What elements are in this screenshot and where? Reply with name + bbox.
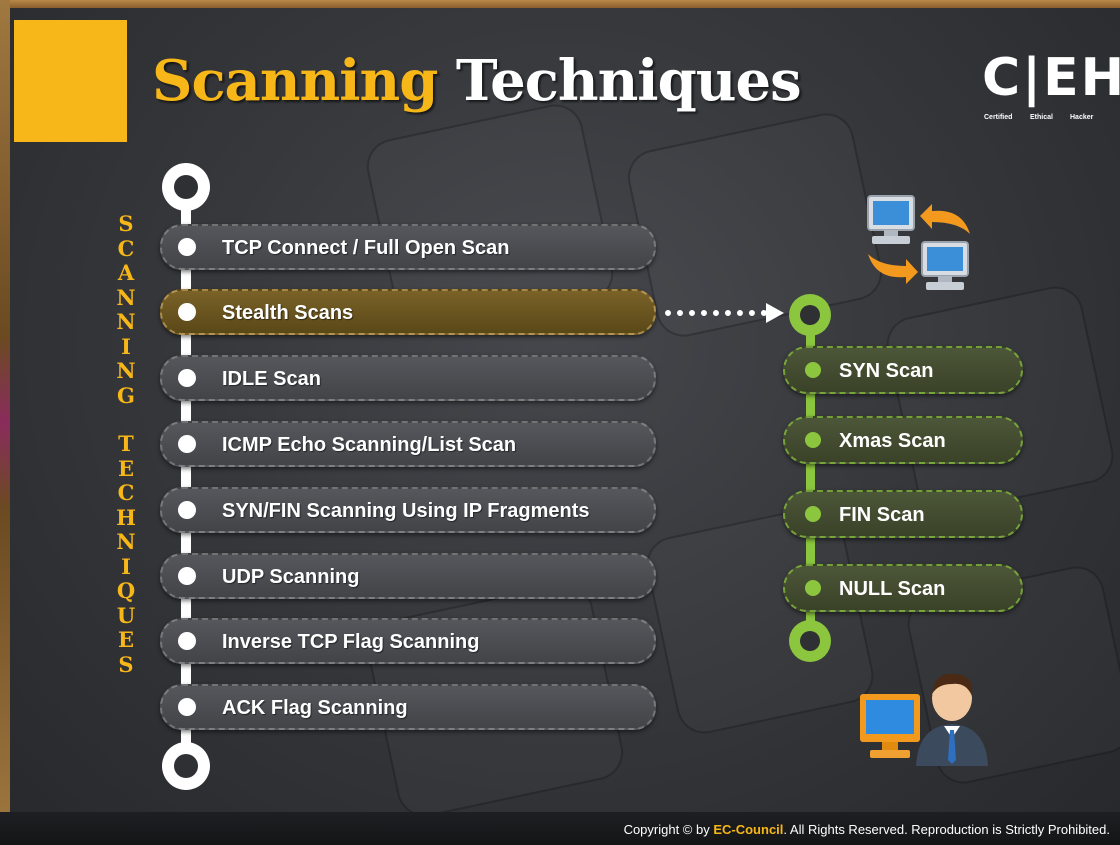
title-accent-block: [14, 20, 127, 142]
technique-label: IDLE Scan: [222, 368, 321, 390]
title-main-word: Techniques: [455, 48, 802, 114]
user-at-computer-icon: [860, 673, 988, 766]
technique-label: Inverse TCP Flag Scanning: [222, 631, 480, 653]
brand-name: EC-Council: [713, 822, 784, 837]
technique-label: TCP Connect / Full Open Scan: [222, 237, 510, 259]
ceh-logo-subtitle: Hacker: [1070, 114, 1094, 121]
stealth-item-xmas-scan[interactable]: Xmas Scan: [783, 416, 1023, 464]
technique-item-idle-scan[interactable]: IDLE Scan: [160, 355, 656, 401]
vertical-side-label: S C A N N I N G T E C H N I Q U E S: [112, 211, 140, 677]
side-letter: I: [121, 553, 131, 579]
timeline-node: [805, 580, 821, 596]
timeline-node: [178, 567, 196, 585]
stealth-scan-label: SYN Scan: [839, 360, 934, 382]
stealth-scan-label: FIN Scan: [839, 504, 925, 526]
timeline-node: [805, 506, 821, 522]
technique-label: UDP Scanning: [222, 566, 360, 588]
side-letter: N: [116, 358, 136, 383]
side-letter: H: [116, 504, 136, 530]
timeline-node: [178, 369, 196, 387]
frame-top-border: [0, 0, 1120, 8]
stealth-timeline-end-ring: [789, 620, 831, 662]
copyright-suffix: . All Rights Reserved. Reproduction is S…: [783, 822, 1110, 837]
stealth-item-null-scan[interactable]: NULL Scan: [783, 564, 1023, 612]
technique-timeline-line: [181, 192, 191, 766]
side-letter: C: [117, 235, 135, 261]
technique-label: Stealth Scans: [222, 302, 354, 324]
side-letter: S: [118, 211, 134, 236]
timeline-node: [178, 632, 196, 650]
side-letter: A: [117, 260, 135, 285]
stealth-connector-arrow: [665, 310, 767, 316]
stealth-item-syn-scan[interactable]: SYN Scan: [783, 346, 1023, 394]
timeline-node: [805, 362, 821, 378]
side-letter: G: [117, 382, 135, 408]
technique-label: ACK Flag Scanning: [222, 697, 408, 719]
side-letter: C: [117, 480, 135, 505]
technique-item-stealth-scans[interactable]: Stealth Scans: [160, 289, 656, 335]
page-title: Scanning Techniques: [152, 48, 802, 118]
technique-item-udp-scanning[interactable]: UDP Scanning: [160, 553, 656, 599]
ceh-logo-subtitle: Certified: [984, 114, 1013, 121]
copyright-text: Copyright © by EC-Council. All Rights Re…: [624, 822, 1110, 837]
background-tile: [881, 281, 1119, 519]
ceh-logo: C|EH Certified Ethical Hacker: [982, 30, 1120, 130]
stealth-timeline-line: [806, 322, 815, 640]
side-letter: N: [116, 284, 136, 310]
side-letter: I: [121, 333, 131, 359]
stealth-timeline-start-ring: [789, 294, 831, 336]
side-letter: N: [116, 529, 136, 554]
side-letter: S: [118, 651, 134, 677]
timeline-node: [178, 238, 196, 256]
side-letter: N: [116, 309, 136, 334]
technique-item-syn-fin-fragments[interactable]: SYN/FIN Scanning Using IP Fragments: [160, 487, 656, 533]
title-accent-word: Scanning: [152, 48, 438, 114]
ceh-logo-subtitle: Ethical: [1030, 114, 1053, 121]
technique-label: ICMP Echo Scanning/List Scan: [222, 434, 517, 456]
timeline-start-ring: [162, 163, 210, 211]
technique-item-icmp-echo[interactable]: ICMP Echo Scanning/List Scan: [160, 421, 656, 467]
timeline-node: [178, 435, 196, 453]
footer-bar: Copyright © by EC-Council. All Rights Re…: [0, 812, 1120, 845]
technique-item-tcp-connect[interactable]: TCP Connect / Full Open Scan: [160, 224, 656, 270]
timeline-node: [805, 432, 821, 448]
timeline-node: [178, 303, 196, 321]
stealth-scan-label: Xmas Scan: [839, 430, 946, 452]
ceh-logo-letters: C|EH: [982, 48, 1120, 108]
timeline-node: [178, 698, 196, 716]
arrow-head-icon: [766, 303, 784, 323]
side-letter: E: [117, 455, 134, 481]
stealth-item-fin-scan[interactable]: FIN Scan: [783, 490, 1023, 538]
two-computers-exchange-icon: [867, 195, 970, 290]
side-letter: E: [117, 627, 134, 652]
stealth-scan-label: NULL Scan: [839, 578, 946, 600]
frame-left-border: [0, 0, 10, 845]
side-letter: Q: [116, 578, 136, 603]
side-letter: U: [116, 602, 136, 628]
technique-item-ack-flag[interactable]: ACK Flag Scanning: [160, 684, 656, 730]
technique-label: SYN/FIN Scanning Using IP Fragments: [222, 500, 590, 522]
timeline-end-ring: [162, 742, 210, 790]
background-tile: [622, 108, 888, 342]
technique-item-inverse-tcp-flag[interactable]: Inverse TCP Flag Scanning: [160, 618, 656, 664]
copyright-prefix: Copyright © by: [623, 822, 714, 837]
side-letter: T: [118, 431, 134, 456]
timeline-node: [178, 501, 196, 519]
